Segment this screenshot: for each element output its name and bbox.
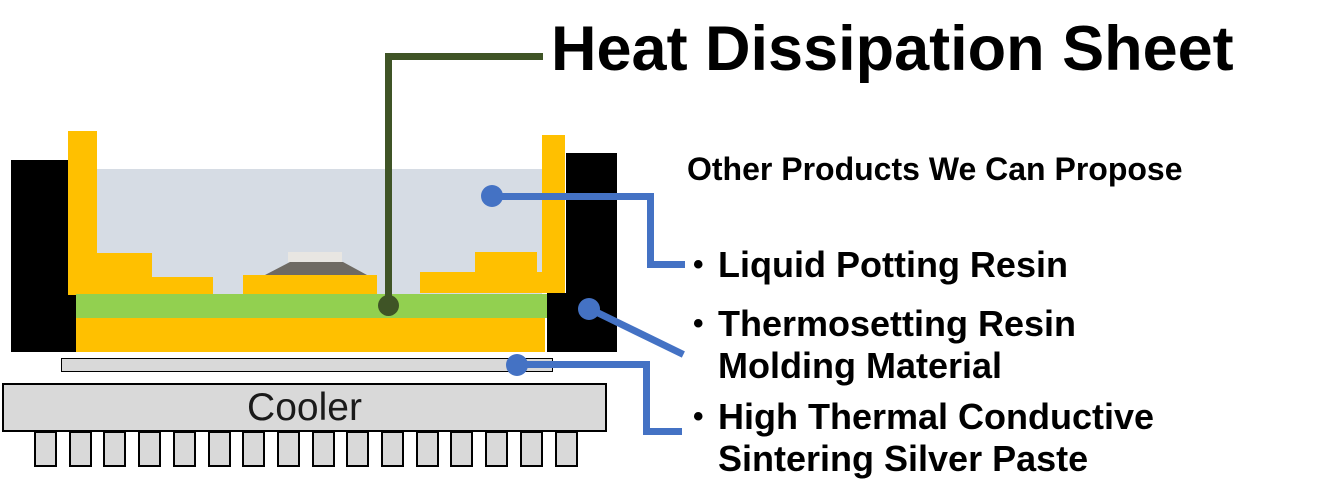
silver-paste-callout-line-3 [643,428,682,435]
semiconductor-die [288,252,342,262]
gold-case-wall-left [68,131,97,295]
cooler-fin [138,431,162,467]
molding-block-left [11,160,76,352]
gold-die-pedestal [243,275,377,295]
cooler-fin [68,431,92,467]
cooler-fin [172,431,196,467]
cooler-fin [207,431,231,467]
list-item-text: High Thermal Conductive Sintering Silver… [718,396,1155,479]
molding-block-right-foot [547,293,566,352]
silver-paste-callout-dot [506,354,528,376]
other-products-heading: Other Products We Can Propose [687,151,1183,187]
die-attach-fillet [265,262,367,275]
cooler-fin [311,431,335,467]
cooler-fin [450,431,474,467]
potting-resin-callout-line-1 [492,193,654,200]
list-item-text: Liquid Potting Resin [718,244,1068,285]
silver-paste-callout-line-2 [643,361,650,435]
gold-case-step-right-upper [475,252,537,272]
gold-baseplate [76,318,545,352]
heat-dissipation-sheet-layer [76,294,547,318]
list-item-liquid-potting-resin: • Liquid Potting Resin [693,244,1068,286]
list-item-text: Thermosetting Resin Molding Material [718,303,1077,386]
cooler-fin [103,431,127,467]
bullet-icon: • [693,307,704,340]
bullet-icon: • [693,248,704,281]
cooler-fin [276,431,300,467]
potting-resin-callout-line-2 [647,193,654,268]
cooler-block: Cooler [2,383,607,432]
gold-case-step-left-upper [97,253,152,295]
cooler-fin [346,431,370,467]
gold-case-step-right-lower [420,272,565,293]
title-pointer-line-vertical [385,53,392,306]
molding-material-callout-dot [578,298,600,320]
cooler-label: Cooler [247,386,362,429]
gold-case-step-left-lower [152,277,213,295]
silver-paste-callout-line-1 [517,361,650,368]
cooler-fin [485,431,509,467]
cooler-fin [415,431,439,467]
cooler-fin [381,431,404,467]
potting-resin-callout-line-3 [647,261,685,268]
cooler-fin [554,431,578,467]
title-pointer-dot [378,295,399,316]
bullet-icon: • [693,400,704,433]
potting-resin-callout-dot [481,185,503,207]
title-pointer-line-horizontal [385,53,543,60]
gold-case-wall-right [542,135,565,293]
cooler-fin [34,431,57,467]
sintering-silver-paste-layer [61,358,553,372]
cooler-fin [519,431,543,467]
list-item-sintering-silver-paste: • High Thermal Conductive Sintering Silv… [693,396,1154,480]
cooler-fin [242,431,266,467]
list-item-thermosetting-resin: • Thermosetting Resin Molding Material [693,303,1076,387]
page-title: Heat Dissipation Sheet [551,14,1234,84]
